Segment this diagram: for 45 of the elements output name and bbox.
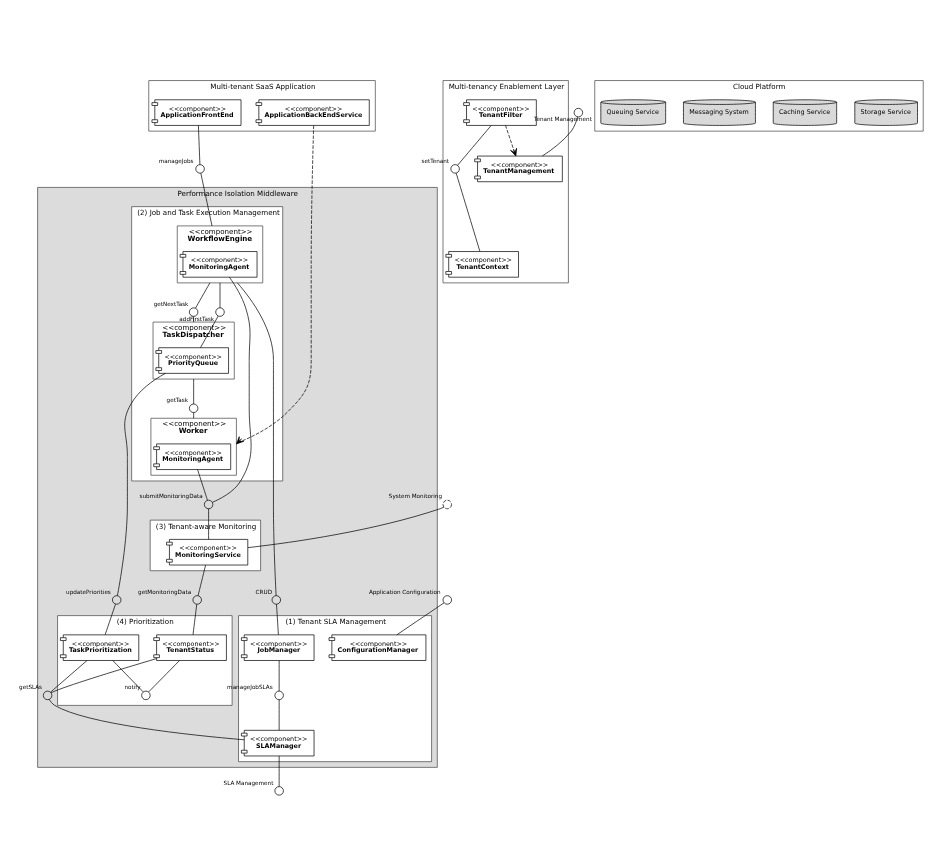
connector: [148, 659, 180, 692]
node-circle: [274, 689, 284, 700]
node-circle: [189, 402, 199, 412]
node-circle: [42, 689, 53, 700]
connector: [542, 115, 578, 156]
connector: [237, 281, 277, 595]
node-circle: [192, 594, 202, 604]
node-circle: [271, 594, 281, 604]
node-circle: [450, 163, 460, 173]
connector: [278, 754, 280, 786]
connector: [192, 602, 198, 635]
connector: [112, 659, 144, 692]
connector: [200, 171, 213, 226]
connector: [193, 377, 194, 404]
arrow: [236, 124, 314, 444]
connector: [200, 314, 219, 347]
connector: [48, 698, 245, 740]
connector: [198, 124, 201, 164]
node-circle: [442, 594, 452, 604]
connector: [50, 659, 88, 692]
connector: [197, 468, 208, 500]
node-circle: [215, 306, 225, 316]
node-circle: [442, 498, 452, 509]
connector: [278, 698, 280, 730]
connector: [278, 659, 280, 691]
connector: [195, 281, 211, 308]
connector: [117, 372, 166, 595]
node-circle: [195, 163, 205, 173]
connector: [197, 563, 206, 595]
arrow: [505, 124, 517, 156]
connector: [193, 411, 194, 418]
node-circle: [203, 498, 214, 509]
connector: [276, 602, 279, 635]
node-circle: [274, 785, 284, 795]
node-circle: [189, 306, 199, 316]
connector: [212, 275, 252, 502]
node-circle: [112, 594, 122, 604]
connector: [104, 602, 116, 635]
node-circle: [573, 107, 583, 117]
connector: [50, 657, 157, 693]
node-circle: [141, 689, 151, 700]
connector: [396, 601, 445, 635]
connector: [457, 124, 492, 165]
connector: [208, 507, 209, 539]
connector: [247, 505, 445, 547]
